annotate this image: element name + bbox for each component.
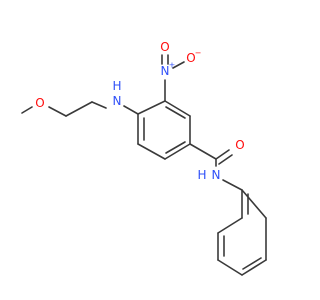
- ring-a-bond-5: [137, 143, 166, 160]
- bond-nitro-o-right: [172, 61, 185, 69]
- nitro-o-top-label: O: [160, 40, 169, 54]
- ring-b-bond-2: [217, 217, 243, 234]
- methoxy-o-label: O: [35, 96, 44, 110]
- ring-b-bond-7: [241, 189, 267, 219]
- amine-h-label: H: [112, 79, 121, 93]
- bond-ch2-ch2: [65, 101, 93, 117]
- nitro-o-right-label: O: [186, 51, 195, 65]
- nitro-o-charge: −: [195, 49, 202, 58]
- molecule-diagram: O H N N + O O − O N H: [21, 40, 267, 276]
- amide-h-label: H: [197, 168, 206, 182]
- nitro-n-charge: +: [169, 61, 176, 70]
- bond-n-phenyl: [222, 179, 243, 191]
- bond-carbonyl-o-2: [218, 154, 233, 165]
- ring-b-bond-5: [241, 259, 267, 276]
- bond-methyl-o: [21, 106, 33, 114]
- ring-b-bond-4: [217, 259, 243, 276]
- bond-nh-ring: [123, 105, 139, 115]
- amide-o-label: O: [235, 138, 244, 152]
- ring-b-bond-5-inner: [242, 257, 262, 270]
- amide-n-label: N: [212, 168, 221, 182]
- nitro-n-label: N: [161, 64, 170, 78]
- ring-a-bond-2: [164, 100, 191, 117]
- ring-a-bond-4: [164, 143, 191, 160]
- bond-ring-carbonyl: [189, 143, 217, 160]
- ring-a-bond-1: [137, 100, 166, 115]
- bond-o-ch2: [48, 106, 67, 117]
- ring-a-bond-4-inner: [165, 141, 186, 154]
- ring-a-bond-2-inner: [165, 106, 186, 119]
- amine-n-label: N: [113, 94, 122, 108]
- bond-ch2-nh: [91, 101, 107, 109]
- bond-carbonyl-o-1: [215, 149, 230, 160]
